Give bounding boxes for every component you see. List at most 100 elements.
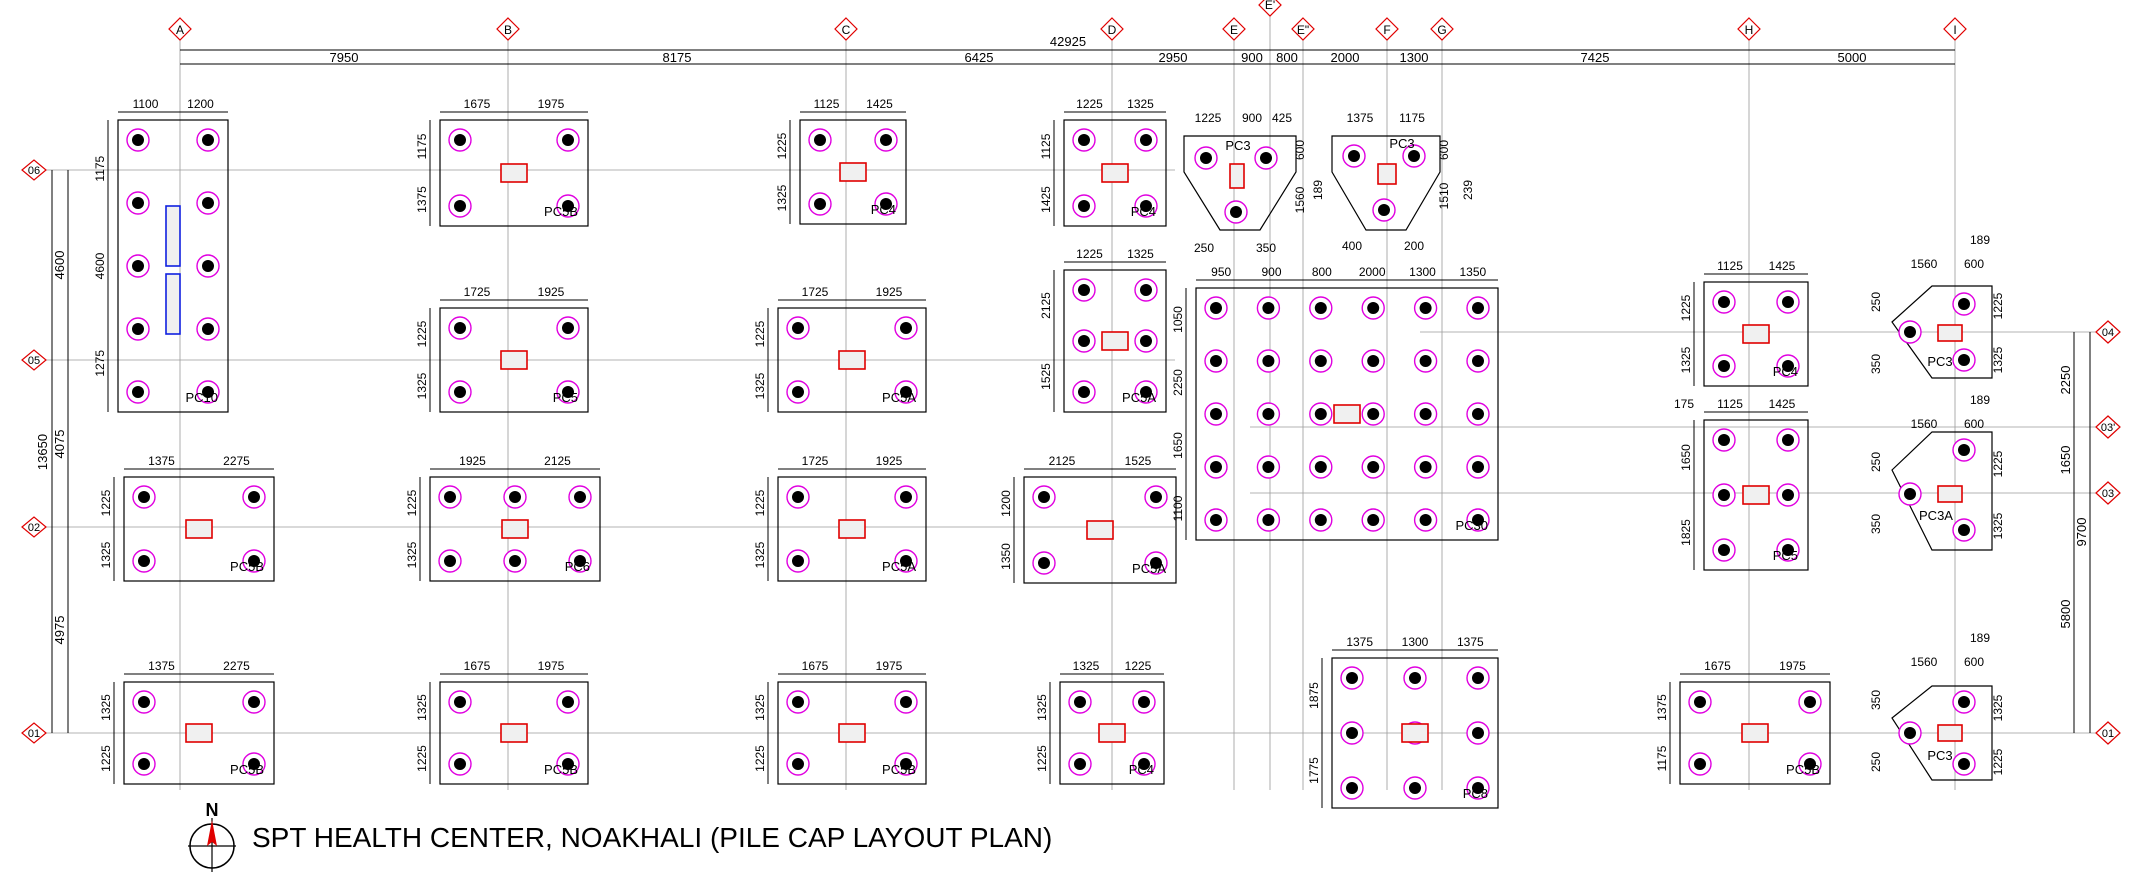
cap-dim-top: 1300 [1402,635,1429,649]
cap-dim-side: 1225 [753,320,767,347]
svg-text:D: D [1108,23,1117,37]
cap-dim-side: 1775 [1307,757,1321,784]
svg-text:600: 600 [1437,140,1451,160]
svg-text:5800: 5800 [2058,600,2073,629]
cap-dim-top: 1675 [464,659,491,673]
svg-text:G: G [1437,23,1446,37]
svg-text:C: C [842,23,851,37]
cap-dim-top: 950 [1211,265,1231,279]
svg-text:7950: 7950 [330,50,359,65]
pile-cap-label: PC4 [1129,762,1154,777]
pile-cap-c12: PC3 1560 600 189 1225 1325 250 350 [1869,233,2005,379]
svg-text:PC3: PC3 [1389,136,1414,151]
cap-dim-side: 1325 [775,184,789,211]
cap-dim-top: 1425 [1769,397,1796,411]
pile-cap-label: PC5B [230,762,264,777]
cap-dim-top: 1725 [464,285,491,299]
cap-dim-side: 1325 [415,694,429,721]
grid-bubble-03p: 03' [2095,415,2121,439]
cap-dim-top: 1300 [1409,265,1436,279]
cap-dim-side: 1225 [753,745,767,772]
svg-text:600: 600 [1293,140,1307,160]
cap-dim-top: 1225 [1125,659,1152,673]
cap-dim-top: 1375 [1457,635,1484,649]
cap-dim-top: 1725 [802,285,829,299]
cap-dim-side: 1650 [1171,432,1185,459]
svg-text:1560: 1560 [1293,186,1307,213]
cap-dim-side: 1425 [1039,186,1053,213]
side-grid-bubbles: 06 05 02 01 04 03' 03 01 [21,159,2121,745]
cap-dim-extra: 175 [1674,397,1694,411]
cap-dim-top: 1375 [148,659,175,673]
svg-text:2250: 2250 [2058,366,2073,395]
right-dimensions: 2250 1650 9700 5800 [2058,332,2091,733]
pile-cap-c18: PC3A 1560 600 189 1225 1325 250 350 [1869,393,2005,551]
cap-dim-top: 1975 [538,97,565,111]
grid-bubble-B: B [496,17,520,41]
svg-text:PC3: PC3 [1927,354,1952,369]
grid-bubble-03: 03 [2095,481,2121,505]
cap-dim-side: 2250 [1171,369,1185,396]
svg-text:1225: 1225 [1195,111,1222,125]
top-dimensions: 42925 7950 8175 6425 2950 900 800 2000 1… [180,34,1955,65]
cap-dim-side: 1325 [753,694,767,721]
svg-text:2950: 2950 [1159,50,1188,65]
top-grid-bubbles: A B C D E E' E" F G H I [168,0,1967,41]
pile-cap-label: PC5B [882,762,916,777]
svg-text:06: 06 [28,165,40,177]
cap-dim-top: 2000 [1359,265,1386,279]
cap-dim-top: 1425 [1769,259,1796,273]
svg-text:02: 02 [28,522,40,534]
grid-bubble-E-dprime: E" [1291,17,1315,41]
svg-text:04: 04 [2102,327,2114,339]
cap-dim-side: 1325 [405,541,419,568]
cap-dim-side: 1325 [753,372,767,399]
svg-text:E": E" [1297,23,1309,37]
grid-bubble-A: A [168,17,192,41]
cap-dim-side: 1325 [415,372,429,399]
cap-dim-top: 1325 [1127,97,1154,111]
cap-dim-side: 1325 [753,541,767,568]
pile-cap-label: PC6 [565,559,590,574]
pile-cap-label: PC10 [185,390,218,405]
grid-bubble-E: E [1222,17,1246,41]
svg-text:900: 900 [1242,111,1262,125]
svg-text:350: 350 [1869,690,1883,710]
drawing-title: SPT HEALTH CENTER, NOAKHALI (PILE CAP LA… [252,822,1053,853]
left-dimensions: 13650 4600 4075 4975 [35,170,69,733]
svg-text:350: 350 [1869,514,1883,534]
cap-dim-side: 1650 [1679,444,1693,471]
cap-dim-side: 1100 [1171,495,1185,521]
svg-text:03: 03 [2102,488,2114,500]
svg-text:PC3A: PC3A [1919,508,1953,523]
pile-cap-label: PC5 [553,390,578,405]
cap-dim-side: 1875 [1307,682,1321,709]
cap-dim-side: 1225 [99,489,113,516]
grid-bubble-F: F [1375,17,1399,41]
cap-dim-top: 2125 [544,454,571,468]
pile-cap-label: PC5 [1773,548,1798,563]
svg-text:F: F [1383,23,1390,37]
cap-dim-top: 2275 [223,659,250,673]
svg-text:189: 189 [1970,631,1990,645]
svg-text:01: 01 [28,728,40,740]
cap-dim-top: 1675 [464,97,491,111]
north-arrow-icon: N [188,800,236,872]
svg-text:1325: 1325 [1991,512,2005,539]
cap-dim-top: 1225 [1076,97,1103,111]
cap-dim-top: 1225 [1076,247,1103,261]
pile-cap-label: PC5B [544,204,578,219]
svg-text:189: 189 [1311,180,1325,200]
cap-dim-side: 1375 [415,186,429,213]
svg-text:7425: 7425 [1581,50,1610,65]
svg-text:1300: 1300 [1400,50,1429,65]
